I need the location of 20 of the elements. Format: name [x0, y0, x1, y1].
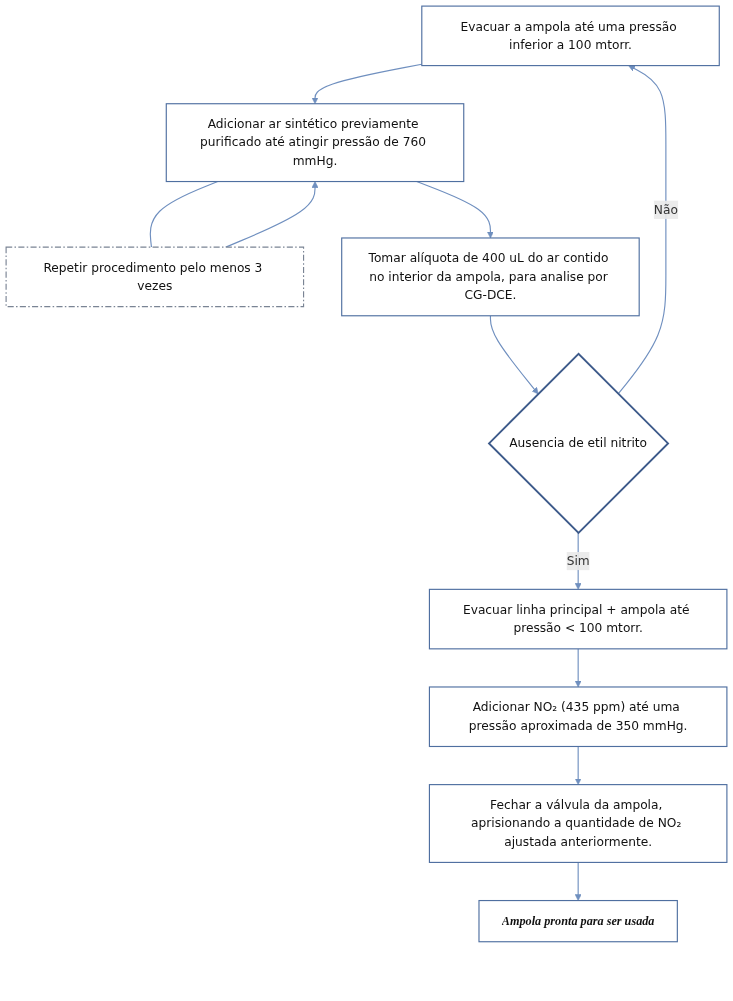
edge-label: Não: [653, 202, 678, 217]
node-box: Evacuar a ampola até uma pressão inferior a 100 mtorr.: [421, 5, 720, 67]
node-box: Ampola pronta para ser usada: [478, 899, 678, 943]
node-box: Fechar a válvula da ampola, aprisionando a quantidade de NO₂ ajustada anteriormente.: [428, 784, 728, 863]
arrow: [225, 181, 319, 248]
edge-label: Sim: [566, 553, 590, 568]
node-box: Adicionar NO₂ (435 ppm) até uma pressão aproximada de 350 mmHg.: [428, 686, 728, 748]
arrow: [311, 63, 423, 105]
node-box: Evacuar linha principal + ampola até pressão < 100 mtorr.: [428, 588, 728, 650]
arrow: [489, 315, 539, 395]
node-box: Adicionar ar sintético previamente purificado até atingir pressão de 760 mmHg.: [165, 103, 465, 183]
node-diamond: Ausencia de etil nitrito: [487, 352, 670, 535]
node-box: Repetir procedimento pelo menos 3 vezes: [5, 246, 305, 308]
arrow: [574, 745, 582, 785]
connector: [149, 180, 219, 248]
arrow: [416, 180, 494, 239]
arrow: [574, 648, 582, 688]
node-box: Tomar alíquota de 400 uL do ar contido no interior da ampola, para analise por CG-DCE.: [341, 237, 640, 317]
arrow: [617, 65, 667, 395]
arrow: [574, 861, 582, 901]
